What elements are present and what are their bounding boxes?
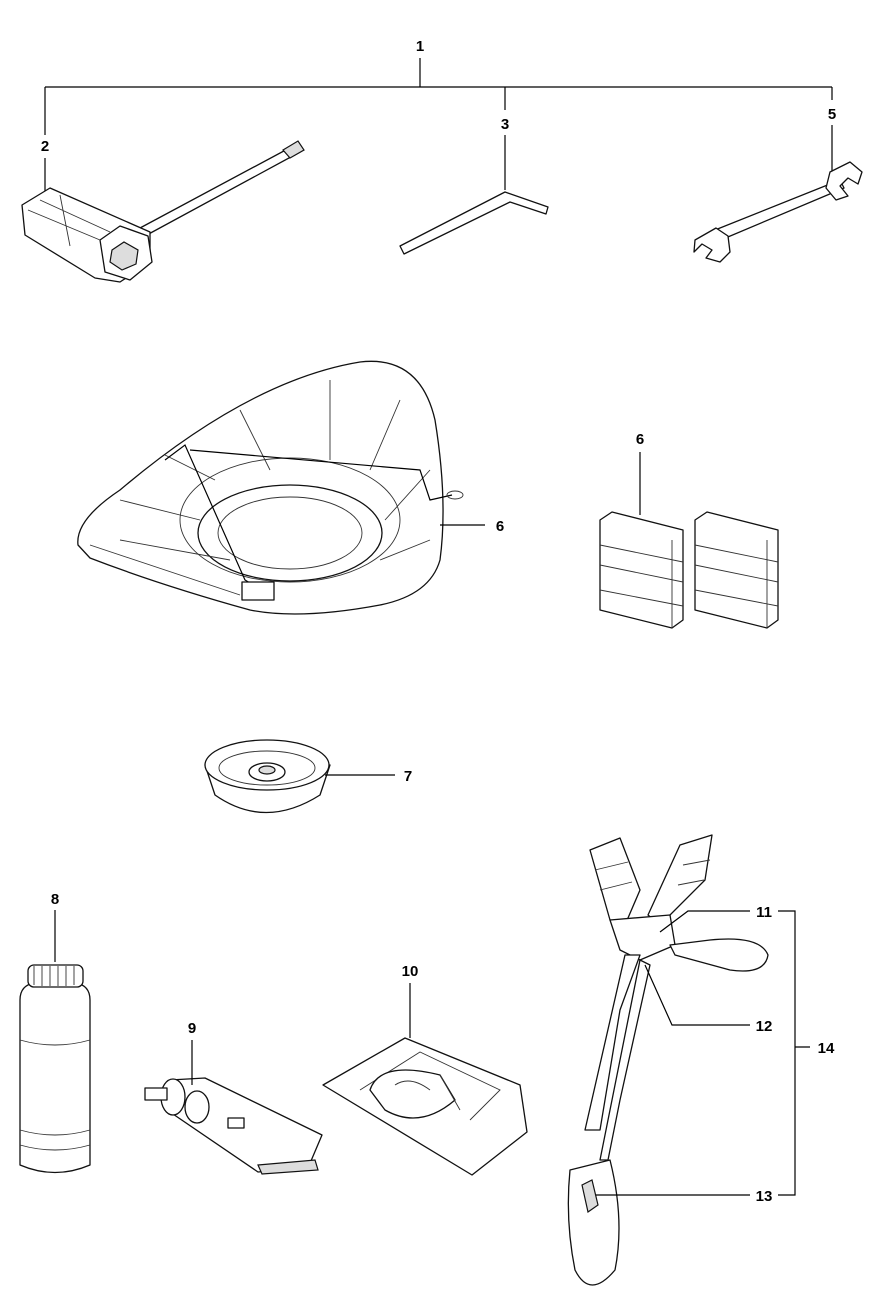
- oil-bottle: [19, 964, 91, 1174]
- open-end-wrench: [693, 161, 863, 263]
- callout-3: 3: [501, 116, 509, 133]
- callout-9: 9: [188, 1020, 196, 1037]
- hex-key: [399, 191, 549, 255]
- callout-5: 5: [828, 106, 836, 123]
- callout-6-strips: 6: [636, 431, 644, 448]
- callout-6-guard: 6: [496, 518, 504, 535]
- grease-tube: [144, 1077, 323, 1175]
- callout-14: 14: [818, 1040, 835, 1057]
- callout-11: 11: [756, 904, 772, 921]
- combination-spanner: [21, 140, 305, 283]
- callout-12: 12: [756, 1018, 773, 1035]
- callout-2: 2: [41, 138, 49, 155]
- callout-13: 13: [756, 1188, 773, 1205]
- callout-7: 7: [404, 768, 412, 785]
- callout-1: 1: [416, 38, 424, 55]
- harness: [567, 834, 769, 1286]
- bag: [322, 1037, 528, 1176]
- harness-callouts: [596, 910, 810, 1196]
- callout-tree-1: [44, 58, 833, 192]
- callout-10: 10: [402, 963, 419, 980]
- support-cup: [204, 739, 331, 814]
- callout-8: 8: [51, 891, 59, 908]
- guard-strips: [599, 511, 779, 629]
- trimmer-guard: [77, 360, 464, 615]
